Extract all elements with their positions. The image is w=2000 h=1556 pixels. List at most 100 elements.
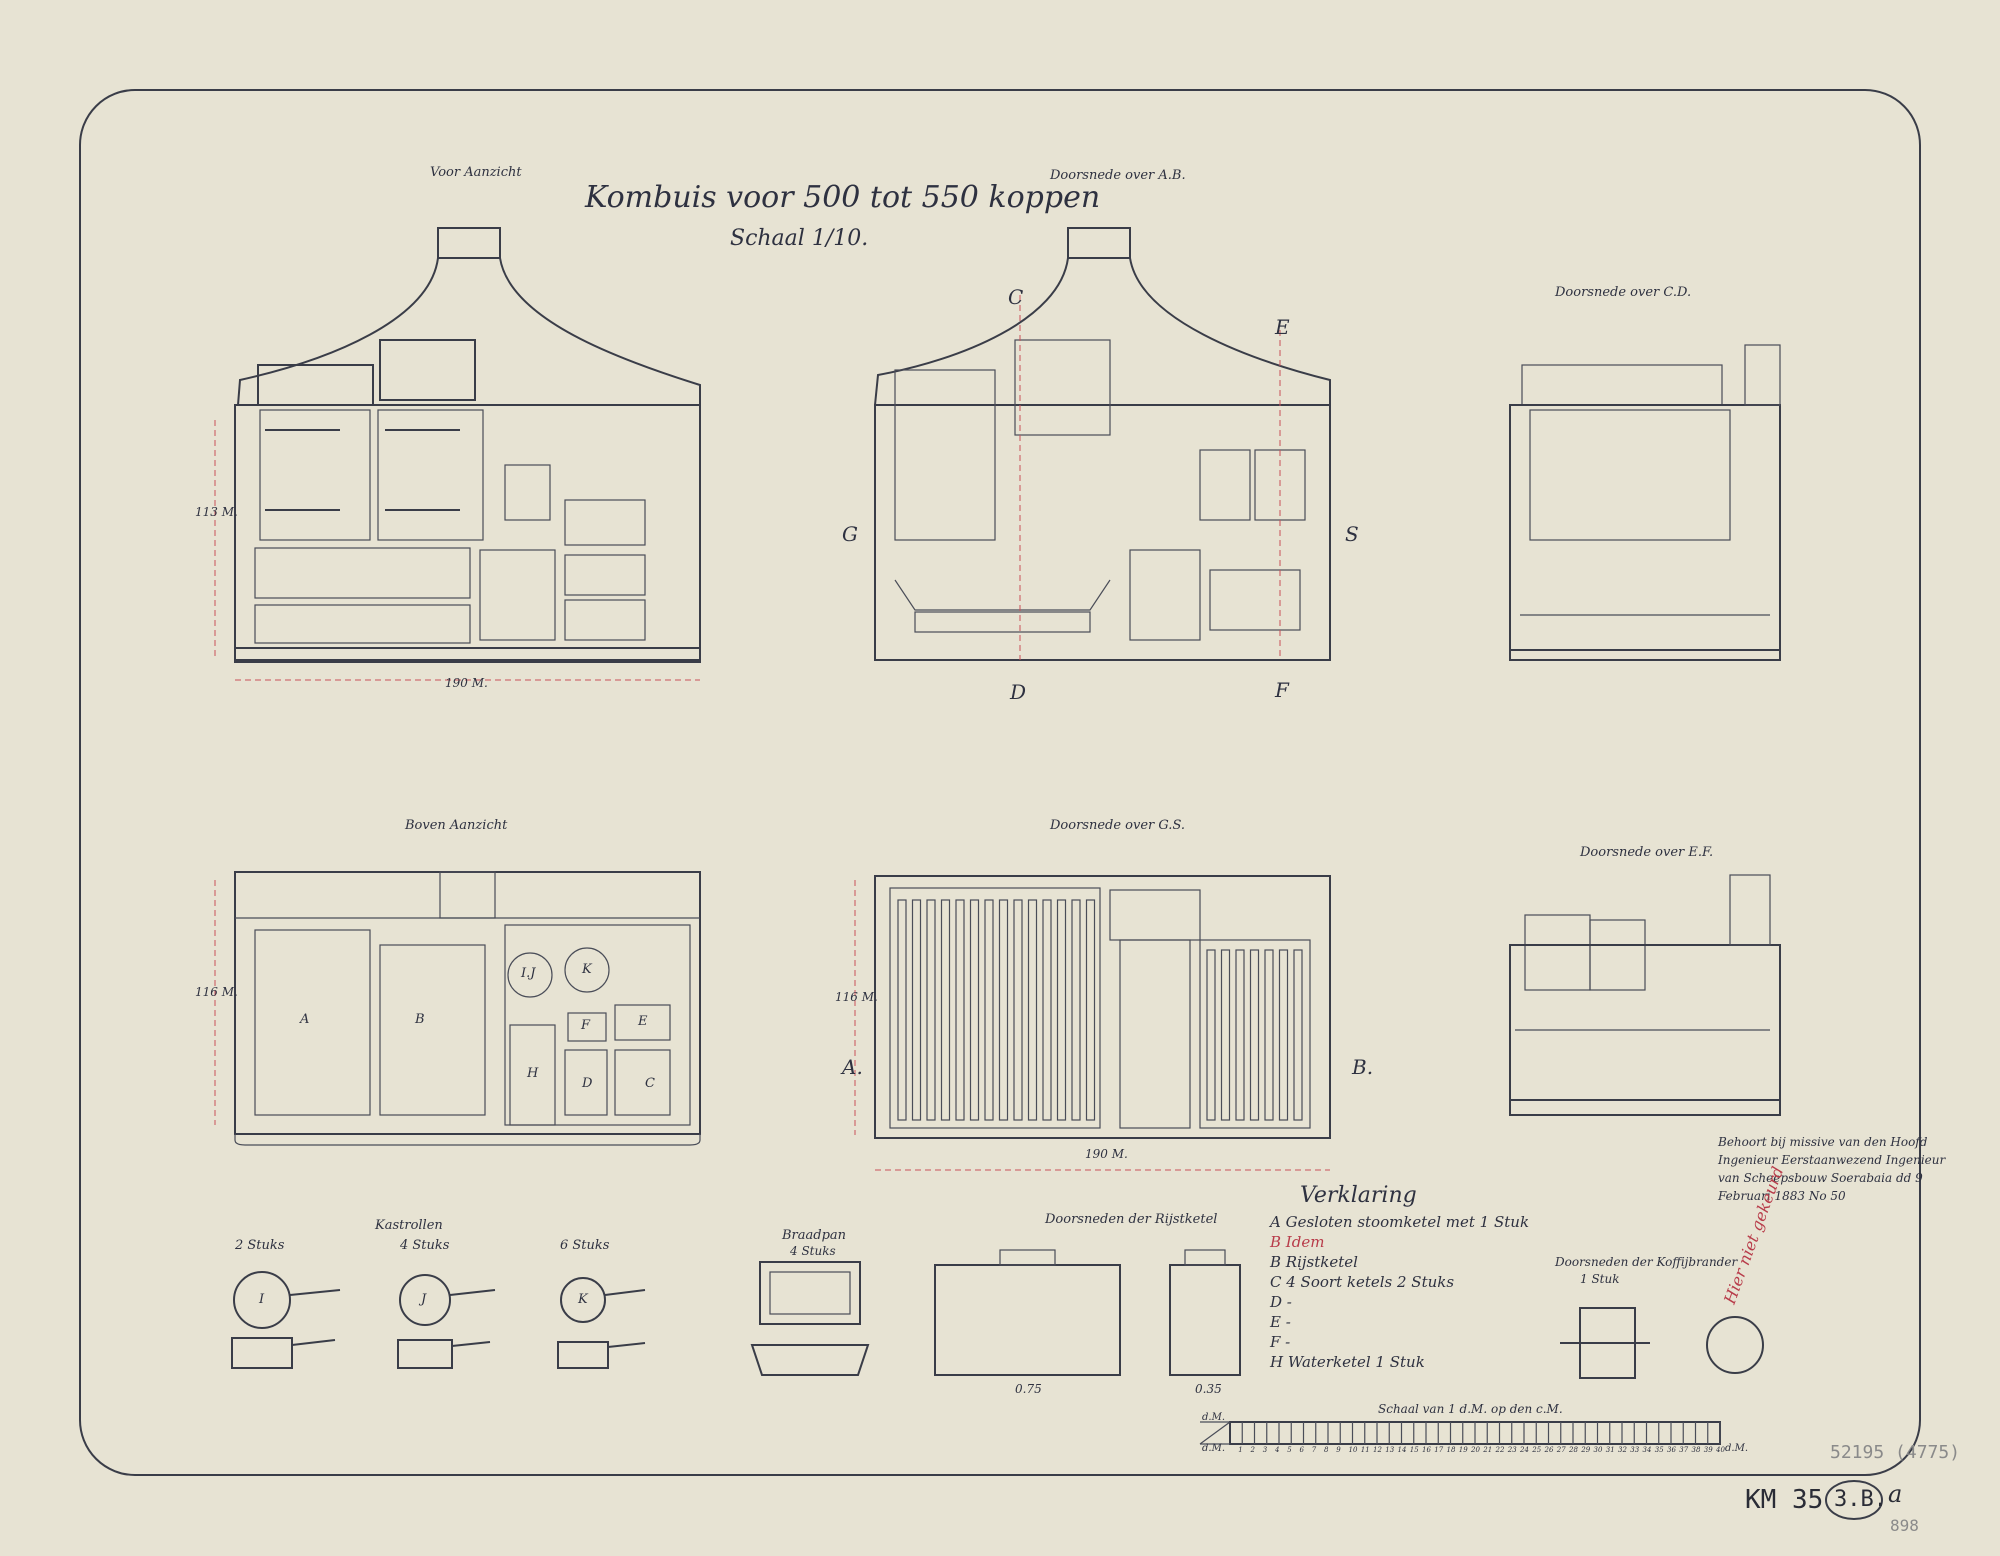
scale-tick-label: 8 [1324, 1446, 1329, 1454]
scale-bar-unit-top: d.M. [1202, 1412, 1225, 1423]
top-view [214, 871, 701, 1146]
pan-letter-k: K [578, 1292, 588, 1307]
grate-bar [1042, 899, 1052, 1121]
scale-bar-drawing [1199, 1421, 1721, 1445]
grate-bar [911, 899, 922, 1121]
legend-item: F - [1270, 1333, 1291, 1351]
caption-top-view: Boven Aanzicht [405, 818, 508, 833]
drawing-title: Kombuis voor 500 tot 550 koppen [585, 180, 1101, 215]
scale-tick-label: 34 [1642, 1446, 1652, 1454]
top-letter-f: F [581, 1018, 591, 1033]
roasting-pan-heading: Braadpan [782, 1228, 847, 1243]
scale-tick-label: 33 [1630, 1446, 1640, 1454]
scale-tick-label: 10 [1348, 1446, 1358, 1454]
scale-tick-label: 11 [1360, 1446, 1370, 1454]
grate-bar [1264, 949, 1274, 1121]
scale-tick-label: 35 [1654, 1446, 1664, 1454]
pan-letter-i: I [259, 1292, 265, 1307]
scale-tick-label: 23 [1507, 1446, 1517, 1454]
grate-bar [1071, 899, 1081, 1121]
pans-heading: Kastrollen [375, 1218, 443, 1233]
grate-bar [984, 899, 994, 1121]
scale-tick-label: 30 [1593, 1446, 1603, 1454]
dim-kettle-2: 0.35 [1195, 1382, 1222, 1396]
top-letter-k: K [582, 962, 592, 977]
caption-section-ef: Doorsnede over E.F. [1580, 845, 1714, 860]
scale-tick-label: 17 [1434, 1446, 1444, 1454]
pan-letter-j: J [421, 1292, 427, 1307]
note-line: van Scheepsbouw Soerabaia dd 9 [1718, 1171, 1923, 1185]
sheet-border [79, 89, 1921, 1476]
dim-front-width: 190 M. [445, 676, 488, 690]
scale-tick-label: 1 [1238, 1446, 1243, 1454]
archive-pencil-number: 52195 (4775) [1830, 1442, 1961, 1463]
scale-tick-label: 27 [1556, 1446, 1566, 1454]
drawing-scale: Schaal 1/10. [730, 226, 869, 251]
scale-tick-label: 21 [1483, 1446, 1493, 1454]
top-letter-d: D [582, 1076, 593, 1091]
scale-tick-label: 32 [1618, 1446, 1627, 1454]
section-ef-view [1509, 874, 1781, 1116]
coffee-roaster-count: 1 Stuk [1580, 1272, 1620, 1286]
dim-gs-depth: 116 M. [835, 990, 878, 1004]
scale-tick-label: 25 [1532, 1446, 1542, 1454]
caption-section-gs: Doorsnede over G.S. [1050, 818, 1186, 833]
dim-gs-width: 190 M. [1085, 1147, 1128, 1161]
scale-tick-label: 20 [1471, 1446, 1480, 1454]
scale-tick-label: 24 [1520, 1446, 1529, 1454]
grate-bar [1085, 899, 1096, 1121]
rice-kettle-drawing [934, 1249, 1241, 1376]
grate-bar [1235, 949, 1245, 1121]
scale-bar-label: Schaal van 1 d.M. op den c.M. [1378, 1402, 1563, 1416]
scale-tick-label: 31 [1605, 1446, 1615, 1454]
legend-block: Verklaring A Gesloten stoomketel met 1 S… [1270, 1183, 1529, 1372]
mark-c: C [1008, 285, 1024, 309]
grate-bar [955, 899, 965, 1121]
rice-kettle-caption: Doorsneden der Rijstketel [1045, 1212, 1218, 1227]
scale-tick-label: 12 [1373, 1446, 1382, 1454]
grate-bar [1220, 949, 1231, 1121]
roasting-pan-count: 4 Stuks [790, 1244, 836, 1258]
scale-tick-label: 5 [1287, 1446, 1292, 1454]
scale-tick-label: 3 [1262, 1446, 1268, 1454]
scale-bar-unit-right: d.M. [1725, 1443, 1748, 1454]
mark-f: F [1275, 678, 1289, 702]
mark-a: A. [842, 1055, 863, 1079]
caption-section-cd: Doorsnede over C.D. [1555, 285, 1692, 300]
caption-front-view: Voor Aanzicht [430, 165, 522, 180]
scale-tick-label: 29 [1581, 1446, 1591, 1454]
legend-item: B Rijstketel [1270, 1253, 1358, 1271]
scale-tick-label: 38 [1691, 1446, 1701, 1454]
coffee-roaster-heading: Doorsneden der Koffijbrander [1555, 1255, 1738, 1269]
scale-tick-label: 13 [1385, 1446, 1395, 1454]
pans-col3: 6 Stuks [560, 1238, 610, 1253]
mark-d: D [1010, 680, 1027, 704]
grate-bar [1206, 949, 1216, 1121]
section-ab-view [874, 227, 1331, 661]
section-cd-view [1509, 344, 1781, 661]
archive-stamp: KM 35 [1745, 1485, 1824, 1515]
pans-col1: 2 Stuks [235, 1238, 285, 1253]
roasting-pan-drawing [750, 1261, 870, 1376]
caption-section-ab: Doorsnede over A.B. [1050, 168, 1186, 183]
scale-tick-label: 39 [1703, 1446, 1713, 1454]
grate-bar [998, 899, 1009, 1121]
archive-stamp-circle [1825, 1480, 1883, 1520]
legend-item: H Waterketel 1 Stuk [1270, 1353, 1425, 1371]
mark-e: E [1275, 315, 1290, 339]
scale-tick-label: 37 [1679, 1446, 1689, 1454]
mark-b: B. [1352, 1055, 1374, 1079]
scale-tick-label: 40 [1716, 1446, 1725, 1454]
scale-tick-label: 16 [1422, 1446, 1431, 1454]
scale-tick-label: 2 [1250, 1446, 1255, 1454]
scale-tick-label: 6 [1299, 1446, 1304, 1454]
scale-tick-label: 14 [1397, 1446, 1407, 1454]
top-letter-b: B [415, 1012, 425, 1027]
legend-item: C 4 Soort ketels 2 Stuks [1270, 1273, 1455, 1291]
scale-tick-label: 19 [1458, 1446, 1468, 1454]
scale-tick-label: 15 [1409, 1446, 1419, 1454]
scale-tick-label: 22 [1495, 1446, 1505, 1454]
section-gs-view [854, 875, 1331, 1171]
scale-tick-label: 26 [1544, 1446, 1554, 1454]
